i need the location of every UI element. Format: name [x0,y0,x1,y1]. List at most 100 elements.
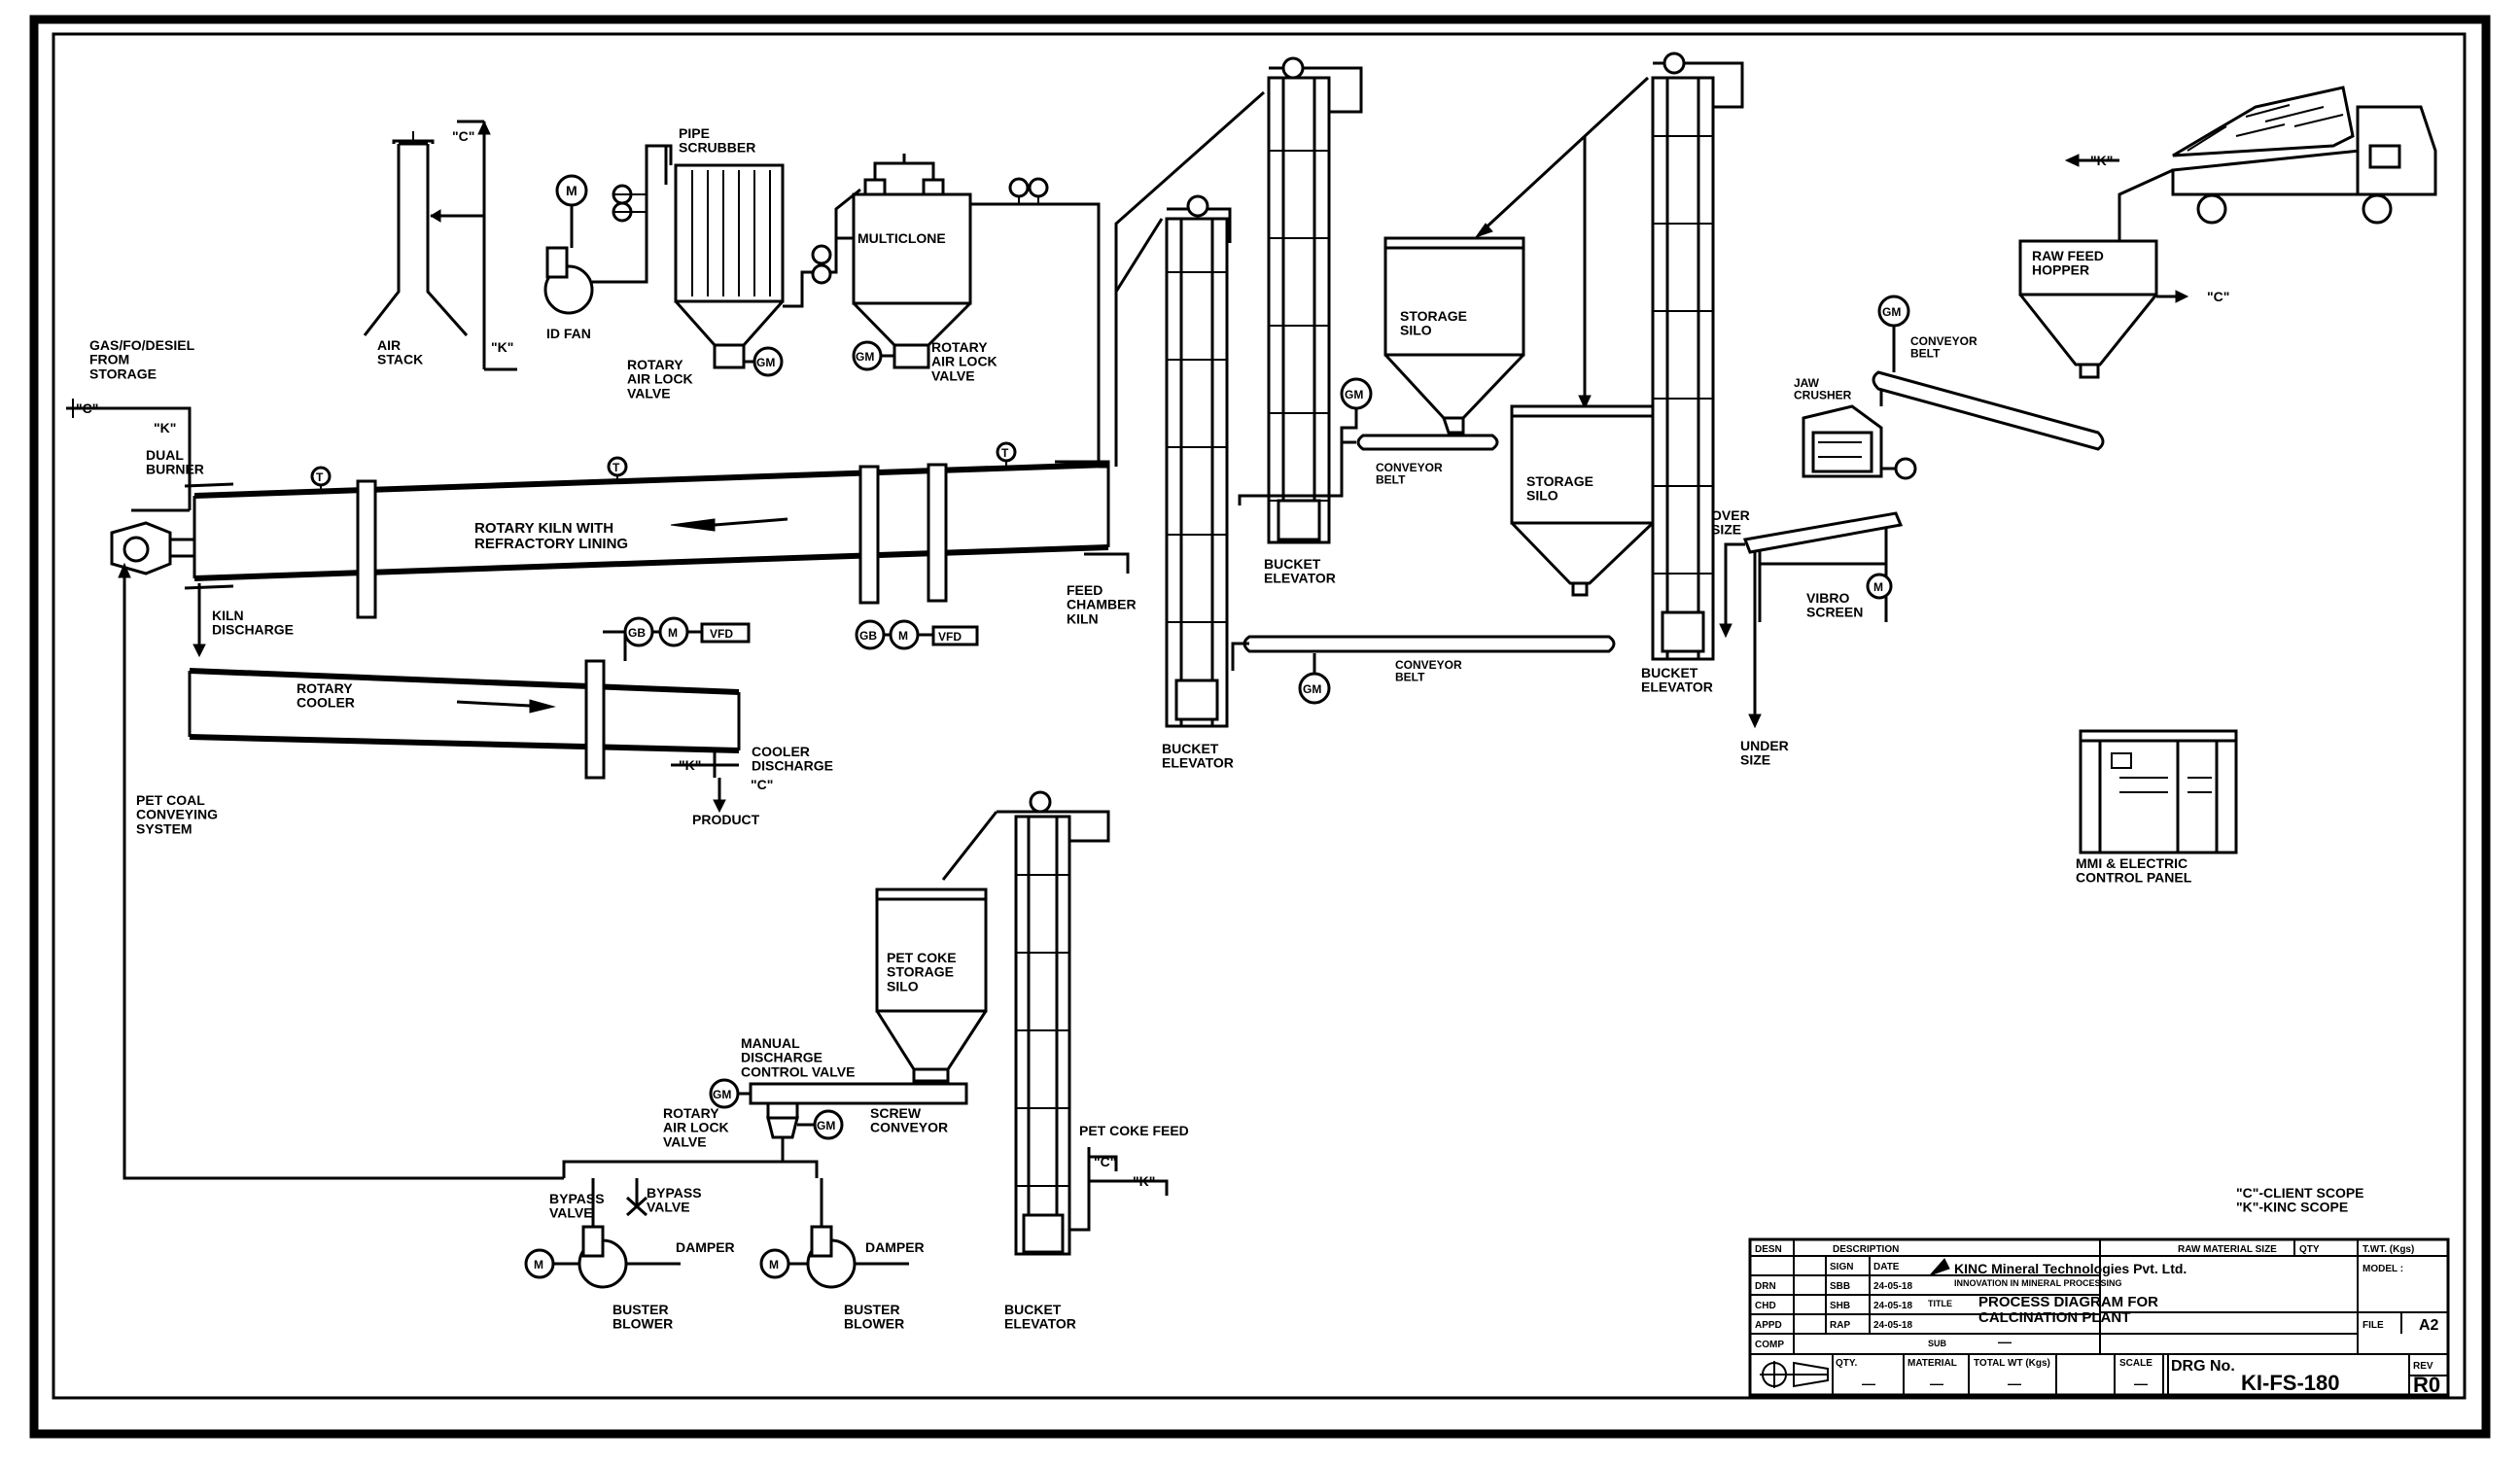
damper-label: DAMPER [676,1239,735,1255]
id-fan [543,144,666,315]
kinc-scope-tag: "K" [679,757,701,773]
conveyor-belt-1 [1238,377,1499,505]
revision-label: REV [2413,1361,2433,1372]
title-block-header: RAW MATERIAL SIZE [2178,1244,2277,1255]
raw-feed-hopper [2018,154,2189,379]
motor-symbol: M [534,1258,543,1271]
kinc-scope-tag: "K" [1133,1173,1155,1189]
conveyor-belt-2 [1231,635,1616,705]
gear-motor-symbol: GM [1882,305,1901,319]
bucket-elevator-4 [941,790,1110,1256]
gear-box-symbol: GB [628,626,646,640]
sub-prefix: SUB [1928,1339,1947,1348]
gear-motor-symbol: GM [1303,682,1321,696]
mmi-control-panel [2079,729,2238,854]
temperature-symbol: T [1001,446,1009,460]
storage-silo-2 [1510,404,1655,597]
vfd-symbol: VFD [710,627,733,641]
title-block-cell: SHB [1830,1301,1850,1311]
screw-conveyor [709,1078,968,1162]
fuel-line [66,399,192,512]
multiclone [811,154,1101,467]
rotary-kiln [184,441,1130,619]
title-block-header: DESN [1755,1244,1782,1255]
client-scope-tag: "C" [452,128,474,144]
gear-motor-symbol: GM [1345,388,1363,401]
vfd-symbol: VFD [938,630,962,644]
title-block-cell: COMP [1755,1340,1784,1350]
pet-coke-feed [1069,1147,1169,1232]
client-scope-tag: "C" [1094,1154,1116,1169]
title-block-header: QTY [2299,1244,2320,1255]
pet-coal-conveying-line [118,562,819,1180]
bucket-elevator-3 [1651,52,1744,661]
dual-burner [110,521,194,575]
kinc-scope-tag: "K" [491,339,513,355]
pet-coke-feed-label: PET COKE FEED [1079,1123,1189,1138]
kinc-scope-tag: "K" [154,420,176,435]
id-fan-label: ID FAN [546,326,591,341]
conveyor-belt-3 [1872,295,2105,451]
title-block-cell: DRN [1755,1281,1776,1292]
company-tagline: INNOVATION IN MINERAL PROCESSING [1954,1278,2122,1288]
exhaust-duct [430,120,517,371]
temperature-symbol: T [316,470,324,484]
title-block-cell: 24-05-18 [1873,1320,1912,1331]
product-label: PRODUCT [692,812,760,827]
pipe-scrubber [664,144,861,377]
title-block-cell: 24-05-18 [1873,1281,1912,1292]
title-block-cell: SBB [1830,1281,1850,1292]
motor-symbol: M [668,626,678,640]
title-block-header: DATE [1873,1262,1900,1272]
buster-blower-2 [759,1178,909,1289]
file-label: FILE [2362,1320,2384,1331]
title-block-header: MATERIAL [1908,1358,1957,1369]
gear-motor-symbol: GM [856,350,874,364]
sub-value: — [1998,1334,2012,1349]
kinc-scope-tag: "K" [2090,153,2113,168]
air-stack [363,131,469,336]
client-scope-tag: "C" [76,401,98,416]
kiln-drive [855,619,979,650]
buster-blower-1 [524,1178,681,1289]
pet-coke-storage-silo [875,888,988,1083]
vibro-screen [1719,511,1904,729]
gear-motor-symbol: GM [713,1088,731,1101]
revision: R0 [2413,1373,2440,1397]
motor-symbol: M [769,1258,779,1271]
title-block-value: — [2008,1376,2021,1391]
damper-label: DAMPER [865,1239,925,1255]
gear-motor-symbol: GM [817,1119,835,1132]
jaw-crusher [1802,389,1917,480]
gear-motor-symbol: GM [756,356,775,369]
truck [2171,86,2437,225]
title-block-cell: RAP [1830,1320,1850,1331]
